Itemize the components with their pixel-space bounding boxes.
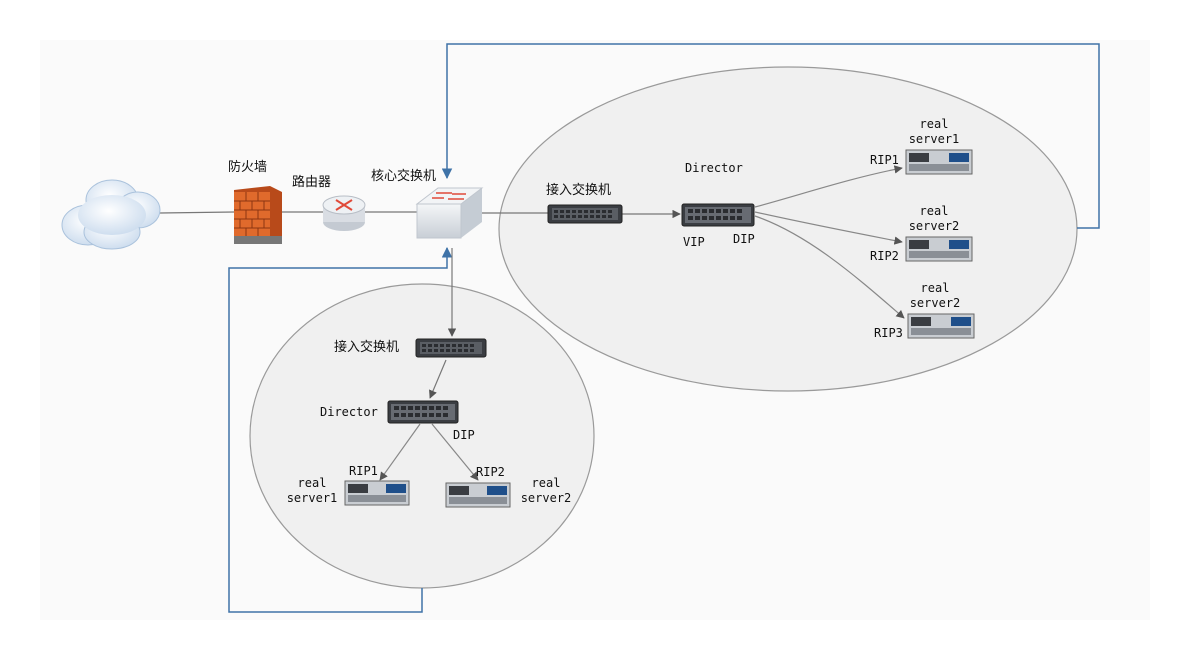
- link-cloud-firewall: [159, 211, 235, 214]
- director-bottom-label: Director: [320, 405, 378, 419]
- access-switch-top-label: 接入交换机: [546, 183, 612, 198]
- cluster-ellipse-top: [498, 66, 1078, 392]
- blue-loop-bottom: [228, 246, 453, 613]
- real-server-2-top-icon: [905, 236, 973, 262]
- access-switch-bottom-icon: [415, 338, 487, 358]
- real-server-3-top-label: real server2: [909, 281, 961, 310]
- link-director-rs1-top: [754, 165, 903, 208]
- dip-top-label: DIP: [733, 232, 755, 246]
- link-director-rs2-top: [754, 211, 903, 245]
- link-director-rs2-bottom: [431, 423, 479, 481]
- real-server-3-top-icon: [907, 313, 975, 339]
- link-access-director-bottom: [429, 359, 447, 399]
- cluster-ellipse-bottom: [249, 283, 595, 589]
- real-server-2-top-label: real server2: [908, 204, 960, 233]
- link-director-rs1-bottom: [379, 423, 421, 481]
- access-switch-bottom-label: 接入交换机: [334, 340, 400, 355]
- core-switch-label: 核心交换机: [371, 169, 437, 184]
- access-switch-top-icon: [547, 204, 623, 224]
- real-server-1-top-label: real server1: [908, 117, 960, 146]
- internet-cloud-icon: [61, 179, 161, 250]
- dip-bottom-label: DIP: [453, 428, 475, 442]
- rip1-bottom-label: RIP1: [349, 464, 378, 478]
- blue-loop-top: [441, 43, 1100, 229]
- director-top-icon: [681, 203, 755, 227]
- vip-label: VIP: [683, 235, 705, 249]
- real-server-1-top-icon: [905, 149, 973, 175]
- router-icon: [322, 195, 366, 231]
- core-switch-icon: [415, 187, 484, 239]
- director-top-label: Director: [685, 161, 743, 175]
- real-server-2-bottom-icon: [445, 482, 511, 508]
- rip1-top-label: RIP1: [870, 153, 899, 167]
- real-server-1-bottom-icon: [344, 480, 410, 506]
- firewall-label: 防火墙: [228, 160, 268, 175]
- real-server-1-bottom-label: real server1: [286, 476, 338, 505]
- router-label: 路由器: [292, 175, 332, 190]
- rip2-top-label: RIP2: [870, 249, 899, 263]
- director-bottom-icon: [387, 400, 459, 424]
- real-server-2-bottom-label: real server2: [520, 476, 572, 505]
- rip2-bottom-label: RIP2: [476, 465, 505, 479]
- link-director-rs3-top: [754, 215, 905, 319]
- firewall-icon: [234, 186, 282, 244]
- rip3-top-label: RIP3: [874, 326, 903, 340]
